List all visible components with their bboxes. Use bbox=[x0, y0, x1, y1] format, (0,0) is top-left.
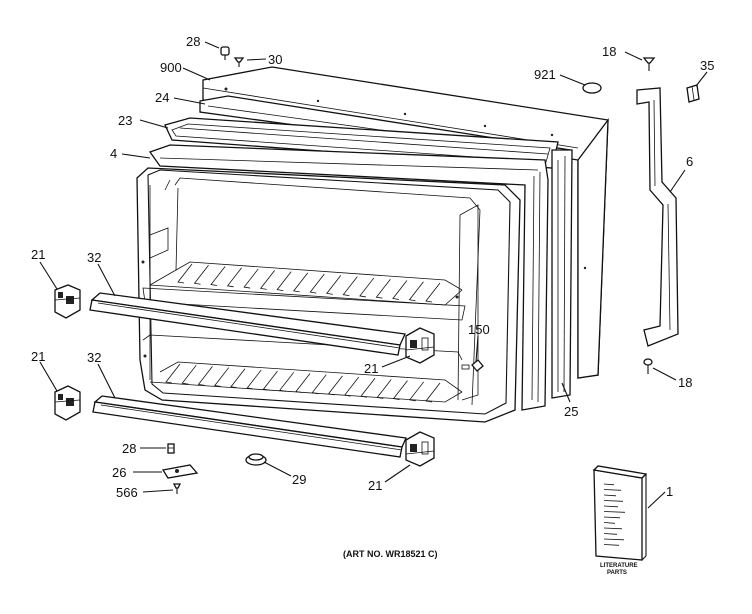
shelf-rib bbox=[165, 363, 181, 384]
callout-23: 23 bbox=[118, 113, 132, 128]
shelf-rib bbox=[344, 376, 360, 397]
rail-bracket-left-upper bbox=[54, 284, 81, 319]
callout-30: 30 bbox=[268, 52, 282, 67]
cap-35 bbox=[686, 84, 700, 103]
shelf-rib bbox=[425, 282, 441, 303]
callout-35: 35 bbox=[700, 58, 714, 73]
callout-28-top: 28 bbox=[186, 34, 200, 49]
shelf-rib bbox=[425, 382, 441, 403]
door-liner-frame bbox=[148, 144, 549, 411]
callout-32-lower: 32 bbox=[87, 350, 101, 365]
booklet-text-line bbox=[603, 538, 625, 541]
shelf-rib bbox=[243, 268, 259, 289]
leader-lines bbox=[39, 41, 708, 509]
callout-21-right-lower: 21 bbox=[368, 478, 382, 493]
booklet-label-line-2: PARTS bbox=[607, 570, 627, 576]
shelf-rib bbox=[392, 280, 408, 300]
rail-bracket-right-lower bbox=[405, 431, 435, 467]
shelf-rib bbox=[259, 270, 275, 290]
shelf-rib bbox=[409, 381, 425, 402]
shelf-rib bbox=[246, 369, 262, 390]
door-liner-bin bbox=[136, 167, 521, 423]
shelf-rib bbox=[226, 267, 242, 288]
shelf-rib bbox=[295, 373, 311, 393]
shelf-rib bbox=[408, 281, 424, 302]
shelf-rib bbox=[230, 368, 246, 389]
shelf-rib bbox=[181, 364, 197, 385]
upper-shelf-ribs bbox=[177, 263, 441, 303]
shelf-rib bbox=[309, 273, 325, 294]
shelf-rib bbox=[311, 374, 327, 395]
shelf-rib bbox=[214, 367, 230, 387]
booklet-text-line bbox=[603, 500, 624, 502]
booklet-text-line bbox=[603, 505, 619, 508]
shelf-rib bbox=[293, 272, 309, 293]
rail-bracket-right-upper bbox=[405, 327, 435, 364]
callout-21-right-upper: 21 bbox=[364, 361, 378, 376]
shelf-rib bbox=[392, 380, 408, 401]
callout-24: 24 bbox=[155, 90, 169, 105]
callout-150: 150 bbox=[468, 322, 490, 337]
shelf-rib bbox=[262, 370, 278, 391]
booklet-text-line bbox=[603, 527, 623, 530]
callout-32-upper: 32 bbox=[87, 250, 101, 265]
callout-18-top: 18 bbox=[602, 44, 616, 59]
callout-28-bottom: 28 bbox=[122, 441, 136, 456]
rail-bracket-left-lower bbox=[54, 385, 81, 421]
booklet-text-line bbox=[603, 533, 618, 535]
booklet-text-line bbox=[603, 544, 620, 546]
callout-4: 4 bbox=[110, 146, 117, 161]
callout-1: 1 bbox=[666, 484, 673, 499]
callout-566: 566 bbox=[116, 485, 138, 500]
booklet-text-line bbox=[603, 516, 621, 519]
door-handle-6 bbox=[636, 87, 679, 347]
booklet-label-line-1: LITERATURE bbox=[600, 563, 638, 569]
booklet-text-line bbox=[603, 489, 622, 491]
callout-25: 25 bbox=[564, 404, 578, 419]
callout-21-left-upper: 21 bbox=[31, 247, 45, 262]
shelf-rib bbox=[279, 372, 295, 392]
shelf-rib bbox=[326, 275, 342, 295]
shelf-rib bbox=[276, 271, 292, 291]
shelf-rib bbox=[359, 277, 375, 298]
shelf-rib bbox=[177, 263, 193, 284]
booklet-text-line bbox=[603, 511, 626, 513]
callout-26: 26 bbox=[112, 465, 126, 480]
lower-shelf-ribs bbox=[165, 363, 441, 403]
screw-566 bbox=[172, 483, 182, 494]
callout-21-left-lower: 21 bbox=[31, 349, 45, 364]
door-gasket bbox=[164, 117, 573, 399]
art-number-caption: (ART NO. WR18521 C) bbox=[343, 549, 438, 559]
shelf-rib bbox=[327, 375, 343, 396]
shelf-rib bbox=[342, 276, 358, 297]
literature-booklet bbox=[592, 465, 648, 561]
shelf-rib bbox=[375, 278, 391, 299]
plate-26 bbox=[161, 464, 199, 479]
shelf-rib bbox=[360, 378, 376, 398]
callout-29: 29 bbox=[292, 472, 306, 487]
shelf-rail-lower bbox=[92, 395, 407, 458]
shelf-rib bbox=[376, 379, 392, 399]
plug-921 bbox=[582, 82, 602, 94]
callout-labels: 28 30 900 24 23 4 921 18 35 6 21 32 150 … bbox=[31, 34, 714, 500]
shelf-rail-upper bbox=[89, 292, 406, 356]
booklet-text-line bbox=[603, 483, 615, 486]
callout-6: 6 bbox=[686, 154, 693, 169]
booklet-text-line bbox=[603, 494, 617, 497]
screw-28-top bbox=[220, 46, 230, 60]
shelf-rib bbox=[193, 265, 209, 285]
screw-28-bottom bbox=[167, 443, 175, 454]
booklet-text-line bbox=[603, 522, 616, 524]
callout-18-bottom: 18 bbox=[678, 375, 692, 390]
screw-30 bbox=[233, 57, 245, 67]
screw-18-top bbox=[642, 57, 656, 71]
callout-921: 921 bbox=[534, 67, 556, 82]
callout-900: 900 bbox=[160, 60, 182, 75]
shelf-rib bbox=[197, 366, 213, 386]
bumper-29 bbox=[245, 453, 267, 466]
screw-18-bottom bbox=[643, 358, 653, 374]
shelf-rib bbox=[210, 266, 226, 286]
